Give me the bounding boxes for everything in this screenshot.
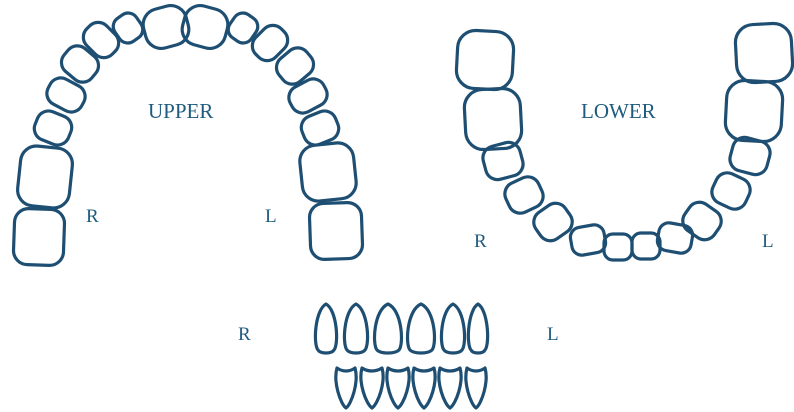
upper-tooth-9 — [179, 2, 232, 52]
front-left-label: L — [547, 324, 559, 345]
front-view — [315, 304, 487, 408]
lower-right-label: R — [474, 231, 487, 252]
front-right-label: R — [238, 324, 251, 345]
lower-tooth-13 — [724, 80, 783, 143]
upper-tooth-16 — [309, 202, 363, 260]
upper-tooth-5 — [57, 41, 104, 87]
lower-tooth-7 — [604, 234, 632, 260]
lower-tooth-8 — [632, 233, 660, 259]
upper-right-label: R — [86, 206, 99, 227]
front-upper-tooth-1 — [315, 304, 336, 353]
lower-arch — [456, 23, 794, 260]
upper-arch — [13, 2, 363, 266]
lower-tooth-11 — [708, 169, 754, 213]
front-upper-tooth-5 — [441, 304, 464, 353]
front-lower-tooth-6 — [466, 368, 486, 408]
front-upper-tooth-4 — [408, 304, 435, 353]
lower-tooth-9 — [656, 221, 694, 254]
upper-tooth-15 — [298, 141, 358, 202]
lower-arch-title: LOWER — [581, 99, 656, 123]
upper-tooth-2 — [16, 144, 74, 209]
lower-tooth-14 — [735, 23, 794, 84]
lower-tooth-3 — [480, 140, 526, 183]
front-upper-tooth-2 — [344, 304, 367, 353]
upper-tooth-8 — [140, 2, 193, 52]
upper-tooth-1 — [13, 208, 65, 266]
lower-left-label: L — [762, 231, 774, 252]
upper-tooth-12 — [272, 43, 319, 89]
upper-tooth-11 — [247, 20, 292, 65]
front-upper-tooth-3 — [375, 304, 402, 353]
front-lower-tooth-3 — [387, 368, 409, 408]
front-lower-tooth-5 — [439, 368, 461, 408]
front-upper-tooth-6 — [468, 304, 487, 353]
front-lower-tooth-1 — [336, 368, 356, 408]
lower-tooth-6 — [569, 223, 607, 256]
upper-tooth-6 — [78, 17, 123, 62]
lower-tooth-2 — [463, 88, 522, 151]
front-lower-tooth-4 — [413, 368, 435, 408]
lower-tooth-1 — [456, 30, 515, 91]
upper-tooth-10 — [224, 9, 261, 47]
upper-tooth-7 — [109, 9, 146, 47]
front-lower-tooth-2 — [361, 368, 383, 408]
upper-arch-title: UPPER — [148, 99, 213, 123]
upper-tooth-3 — [31, 107, 76, 148]
upper-left-label: L — [265, 206, 277, 227]
